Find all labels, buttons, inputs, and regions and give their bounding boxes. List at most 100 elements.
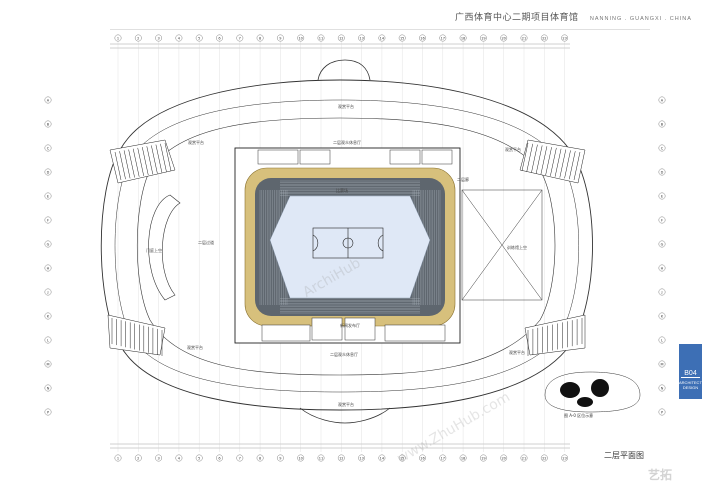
sheet-number-tag: B04 ARCHITECTURE DESIGN [679,344,702,399]
grid-bubble [297,34,305,42]
grid-label: 5 [198,36,200,40]
grid-label: B [661,122,664,126]
top-rooms [257,149,453,165]
grid-bubble [658,192,666,200]
grid-label: 15 [400,36,404,40]
grid-bubble [658,288,666,296]
label-bottom-room: 新闻发布厅 [340,323,360,328]
bottom-dimension-lines [110,443,570,449]
grid-bubble [216,454,223,462]
grid-label: 7 [239,36,241,40]
top-dimension-lines [110,43,570,49]
label-corner-tr: 观赏平台 [505,147,521,152]
logo-watermark: 艺拓 [648,468,673,482]
grid-bubble [114,454,122,462]
grid-bubble [155,454,163,462]
grid-label: G [661,242,664,246]
grid-label: 21 [522,36,526,40]
grid-bubble [419,34,426,42]
grid-label: 6 [218,456,220,460]
grid-bubble [398,34,406,42]
grid-bubble [236,454,244,462]
grid-label: 13 [359,36,363,40]
label-court: 比赛场 [336,188,348,193]
sheet-number: B04 [684,370,697,377]
grid-bubble [439,454,447,462]
grid-label: E [661,194,663,198]
grid-bubble [658,120,666,128]
grid-bubble [114,34,122,42]
grid-bubble [175,454,183,462]
grid-bubble [540,34,548,42]
grid-bubble [276,34,284,42]
grid-bubble [500,454,508,462]
grid-bubble [561,34,568,42]
key-plan-label: 图 A-0 区位示意 [564,413,594,418]
grid-label: M [660,362,663,366]
grid-label: J [46,290,48,294]
grid-label: F [47,218,49,222]
sheet-caption-1: ARCHITECTURE [679,380,702,385]
grid-label: 1 [117,456,119,460]
grid-bubble [358,454,365,462]
grid-bubble [658,312,666,320]
grid-label: 3 [157,456,159,460]
grid-label: F [661,218,663,222]
grid-label: 4 [178,36,181,40]
grid-label: 10 [298,36,302,40]
grid-label: 5 [198,456,200,460]
grid-bubble [459,34,467,42]
grid-bubble [195,34,203,42]
grid-label: 16 [420,456,424,460]
grid-bubble [419,454,426,462]
court-floor [269,195,431,299]
grid-bubble [658,408,666,416]
grid-bubble [256,34,264,42]
grid-label: 7 [239,456,241,460]
grid-label: G [47,242,50,246]
grid-bubble [378,454,386,462]
grid-bubble [459,454,467,462]
grid-bubble [44,312,52,320]
grid-label: H [661,266,664,270]
grid-label: B [47,122,50,126]
label-right-void: 训练馆上空 [507,245,527,250]
plan-title: 二层平面图 [604,451,644,460]
label-left-mid: 二层过道 [198,240,214,245]
grid-label: 21 [522,456,526,460]
title-rule [110,29,650,30]
grid-label: D [47,170,50,174]
grid-bubble [337,454,345,462]
grid-label: 4 [178,456,181,460]
label-left-stage: 门庭上空 [146,248,162,253]
grid-label: 11 [319,456,323,460]
grid-bubble [276,454,284,462]
grid-label: 1 [117,36,119,40]
stair-wing-br [524,314,586,356]
grid-label: 11 [319,36,323,40]
grid-bubble [44,168,52,176]
grid-bubble [44,240,52,248]
grid-label: 12 [339,36,343,40]
grid-bubble [658,336,666,344]
drawing-title: 广西体育中心二期项目体育馆 NANNING . GUANGXI . CHINA [455,10,692,23]
grid-label: 12 [339,456,343,460]
grid-bubble [337,34,345,42]
stair-wing-bl [107,314,166,356]
grid-label: M [46,362,49,366]
grid-bubble [175,34,183,42]
grid-label: K [47,314,50,318]
grid-bubble [658,96,666,104]
grid-label: 23 [562,456,566,460]
grid-bubble [479,454,487,462]
grid-bubble [44,384,52,392]
grid-label: 23 [562,36,566,40]
grid-bubble [195,454,203,462]
grid-bubble [256,454,264,462]
title-cn: 广西体育中心二期项目体育馆 [455,13,579,23]
grid-bubble [439,34,447,42]
grid-bubble [44,360,52,368]
bottom-rooms [261,317,446,342]
grid-bubble [378,34,386,42]
grid-label: H [47,266,50,270]
